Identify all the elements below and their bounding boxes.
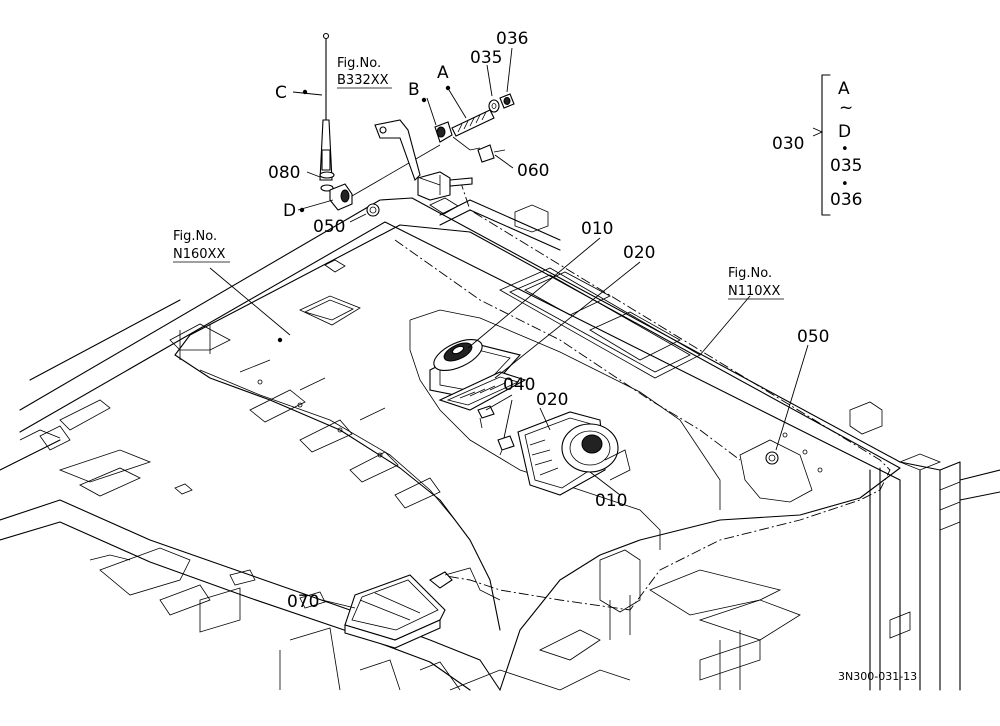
antenna-assembly [319, 32, 515, 217]
callout-D: D [283, 201, 296, 221]
set-item-mid: D [838, 122, 851, 142]
set-item-top: A [838, 79, 850, 99]
callout-035: 035 [470, 48, 502, 68]
cab-frame [0, 197, 1000, 691]
lower-frame [0, 449, 911, 691]
grommet-right [765, 451, 779, 465]
callout-070: 070 [287, 592, 319, 612]
speaker-right [497, 411, 631, 496]
set-dot-1: • [841, 142, 849, 157]
set-bracket: A ~ D • 035 • 036 [821, 74, 862, 216]
figure-ref-n160: Fig.No. N160XX [173, 229, 230, 263]
callout-050-right: 050 [797, 327, 829, 347]
speaker-left [429, 338, 527, 429]
antenna-cable-route [439, 179, 891, 611]
callout-C: C [275, 83, 287, 103]
callout-080: 080 [268, 163, 300, 183]
radio-bracket [344, 567, 501, 649]
fig-ref-number: N110XX [728, 284, 780, 299]
callout-040: 040 [503, 375, 535, 395]
fig-ref-prefix: Fig.No. [337, 56, 381, 71]
callout-030: 030 [772, 134, 804, 154]
callout-010-top: 010 [581, 219, 613, 239]
figure-ref-b332: Fig.No. B332XX [337, 56, 392, 89]
callout-020-bottom: 020 [536, 390, 568, 410]
callout-020-top: 020 [623, 243, 655, 263]
callout-010-bottom: 010 [595, 491, 627, 511]
callouts: C B A 035 036 060 080 D 050 010 020 040 … [268, 29, 829, 612]
fig-ref-number: N160XX [173, 247, 225, 262]
drawing-code: 3N300-031-13 [838, 670, 917, 683]
callout-A: A [437, 63, 449, 83]
callout-B: B [408, 80, 420, 100]
callout-060: 060 [517, 161, 549, 181]
callout-050-left: 050 [313, 217, 345, 237]
headliner-panel [174, 197, 901, 691]
set-item-035: 035 [830, 156, 862, 176]
callout-036: 036 [496, 29, 528, 49]
set-item-tilde: ~ [839, 98, 853, 118]
fig-ref-prefix: Fig.No. [728, 266, 772, 281]
fig-ref-prefix: Fig.No. [173, 229, 217, 244]
callout-dots [277, 85, 451, 343]
fig-ref-number: B332XX [337, 73, 389, 88]
set-item-036: 036 [830, 190, 862, 210]
leader-lines [209, 47, 824, 609]
set-dot-2: • [841, 177, 849, 192]
figure-ref-n110: Fig.No. N110XX [728, 266, 784, 300]
speaker-wire-route [394, 239, 741, 461]
